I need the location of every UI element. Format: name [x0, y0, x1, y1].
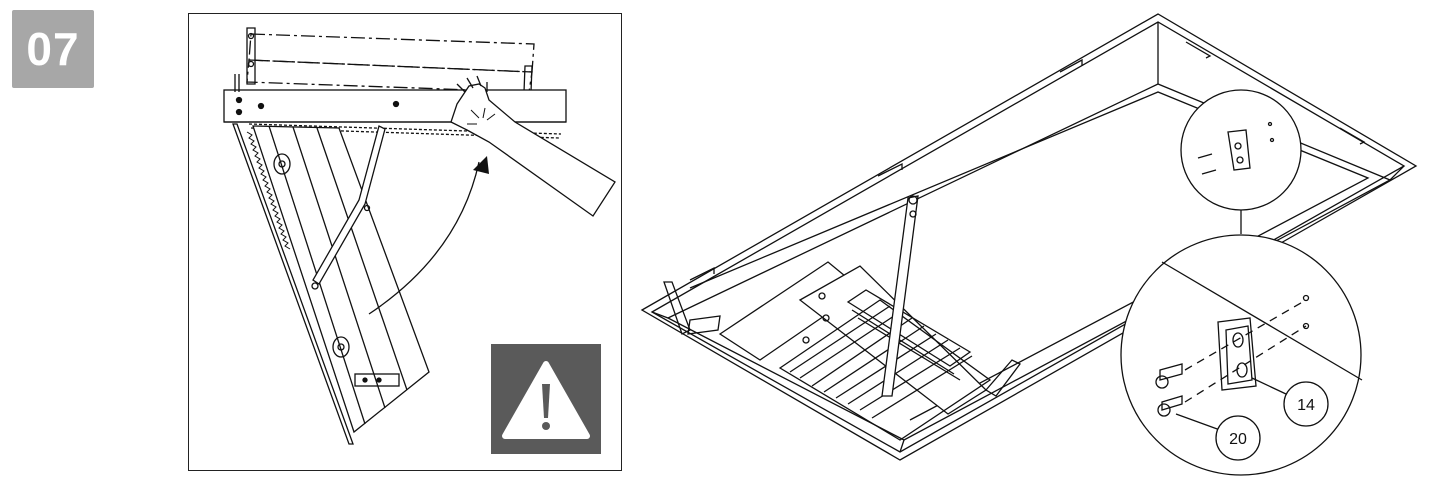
- warning-sign: [491, 344, 601, 454]
- callout-circle-14: [1283, 381, 1329, 427]
- warning-triangle-icon: [502, 361, 590, 439]
- callout-label-14: 14: [1297, 397, 1315, 414]
- step-number-badge: 07: [12, 10, 94, 88]
- hand-icon: [450, 75, 616, 217]
- step-number: 07: [26, 23, 80, 75]
- callout-label-20: 20: [1229, 431, 1247, 448]
- left-detail-panel: [188, 13, 622, 471]
- hatch-closing-illustration: [223, 27, 616, 445]
- callout-circle-20: [1215, 415, 1261, 461]
- curved-arrow-icon: [473, 156, 489, 174]
